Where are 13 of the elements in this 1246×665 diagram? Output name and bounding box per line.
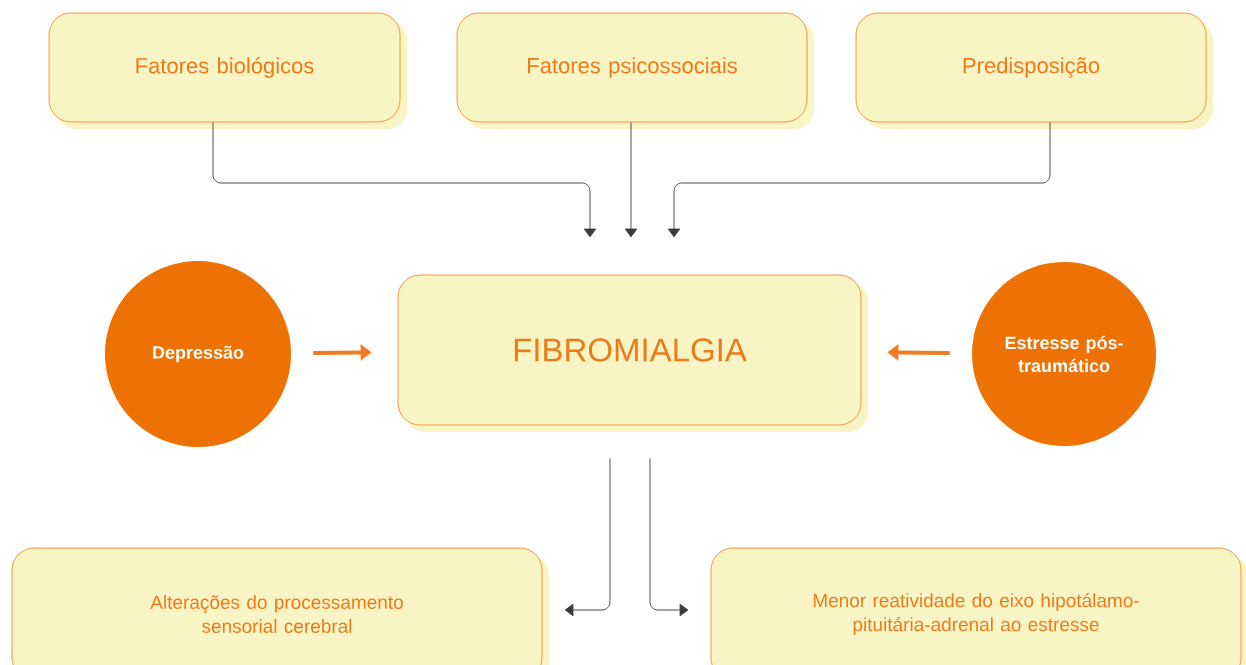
circle-node: Estresse pós-traumático	[972, 262, 1156, 446]
process-box: Fatores biológicos	[48, 12, 407, 129]
arrow	[564, 457, 611, 617]
process-box: Menor reatividade do eixo hipotálamo-pituitária-adrenal ao estresse	[710, 547, 1246, 665]
process-box: FIBROMIALGIA	[397, 274, 868, 432]
arrow	[212, 121, 597, 238]
circle-node: Depressão	[105, 261, 291, 447]
arrow	[624, 121, 638, 238]
process-box: Predisposição	[855, 12, 1213, 129]
process-box: Alterações do processamento sensorial cerebral	[11, 547, 549, 665]
process-box: Fatores psicossociais	[456, 12, 814, 129]
arrow	[649, 457, 689, 617]
arrow	[667, 121, 1051, 238]
